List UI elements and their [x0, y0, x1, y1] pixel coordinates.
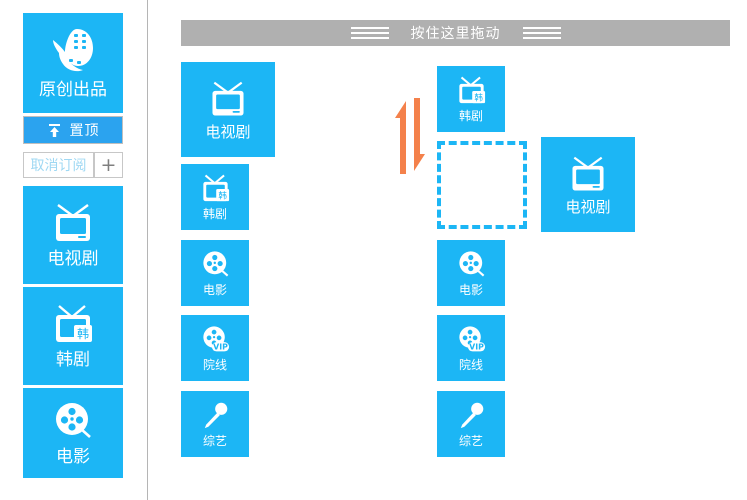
drag-handle-label: 按住这里拖动: [410, 26, 501, 42]
floating-tile-label: 电视剧: [565, 197, 611, 216]
pin-to-top-label: 置顶: [69, 123, 100, 139]
grip-lines-icon: [522, 27, 561, 39]
film-reel-icon: [50, 401, 96, 443]
microphone-icon: [199, 401, 232, 431]
svg-text:VIP: VIP: [469, 342, 484, 351]
drag-handle-bar[interactable]: 按住这里拖动: [181, 20, 730, 46]
source-tile-tv-drama[interactable]: 电视剧: [181, 62, 275, 157]
sidebar-brand-tile[interactable]: 原创出品: [23, 13, 123, 113]
film-reel-vip-icon: VIP: [455, 325, 488, 355]
svg-text:韩: 韩: [77, 326, 89, 341]
target-tile-korean-drama[interactable]: 韩 韩剧: [437, 66, 505, 132]
tv-icon: [567, 155, 609, 195]
plus-icon: +: [100, 153, 117, 176]
source-tile-label: 综艺: [202, 434, 227, 448]
target-tile-variety[interactable]: 综艺: [437, 391, 505, 457]
sidebar-item-korean-drama[interactable]: 韩 韩剧: [23, 287, 123, 385]
add-button[interactable]: +: [94, 152, 123, 178]
film-reel-icon: [199, 250, 232, 280]
source-tile-label: 韩剧: [202, 207, 227, 221]
tv-icon: [50, 203, 96, 245]
unsubscribe-button[interactable]: 取消订阅: [23, 152, 94, 178]
microphone-icon: [455, 401, 488, 431]
target-tile-label: 院线: [458, 358, 483, 372]
drop-placeholder[interactable]: [437, 141, 527, 229]
source-tile-korean-drama[interactable]: 韩 韩剧: [181, 164, 249, 230]
tv-korean-icon: 韩: [199, 174, 232, 204]
sidebar-item-label: 电视剧: [47, 248, 99, 269]
sidebar-item-movie[interactable]: 电影: [23, 388, 123, 478]
film-reel-icon: [455, 250, 488, 280]
sidebar-brand-label: 原创出品: [39, 80, 107, 100]
target-tile-label: 韩剧: [458, 109, 483, 123]
double-arrow-vertical-icon: [392, 96, 428, 176]
source-tile-cinema-vip[interactable]: VIP 院线: [181, 315, 249, 381]
tv-korean-icon: 韩: [50, 304, 96, 346]
floating-dragged-tile[interactable]: 电视剧: [541, 137, 635, 232]
source-tile-movie[interactable]: 电影: [181, 240, 249, 306]
tv-korean-icon: 韩: [455, 76, 488, 106]
svg-text:VIP: VIP: [213, 342, 228, 351]
grip-lines-icon: [350, 27, 389, 39]
unsubscribe-label: 取消订阅: [30, 158, 87, 174]
target-tile-movie[interactable]: 电影: [437, 240, 505, 306]
sidebar-item-label: 韩剧: [56, 349, 90, 370]
source-tile-label: 电视剧: [205, 122, 251, 141]
pin-to-top-button[interactable]: 置顶: [23, 116, 123, 144]
source-tile-variety[interactable]: 综艺: [181, 391, 249, 457]
source-tile-label: 院线: [202, 358, 227, 372]
film-reel-vip-icon: VIP: [199, 325, 232, 355]
target-tile-cinema-vip[interactable]: VIP 院线: [437, 315, 505, 381]
source-tile-label: 电影: [202, 283, 227, 297]
svg-text:韩: 韩: [474, 91, 483, 103]
svg-text:韩: 韩: [218, 189, 227, 201]
sidebar-item-tv-drama[interactable]: 电视剧: [23, 186, 123, 284]
sidebar-item-label: 电影: [56, 446, 90, 467]
target-tile-label: 电影: [458, 283, 483, 297]
tv-icon: [207, 80, 249, 120]
target-tile-label: 综艺: [458, 434, 483, 448]
film-strip-logo-icon: [51, 27, 95, 75]
arrow-up-pin-icon: [47, 123, 62, 138]
sidebar: 原创出品 置顶 取消订阅 +: [0, 0, 148, 500]
